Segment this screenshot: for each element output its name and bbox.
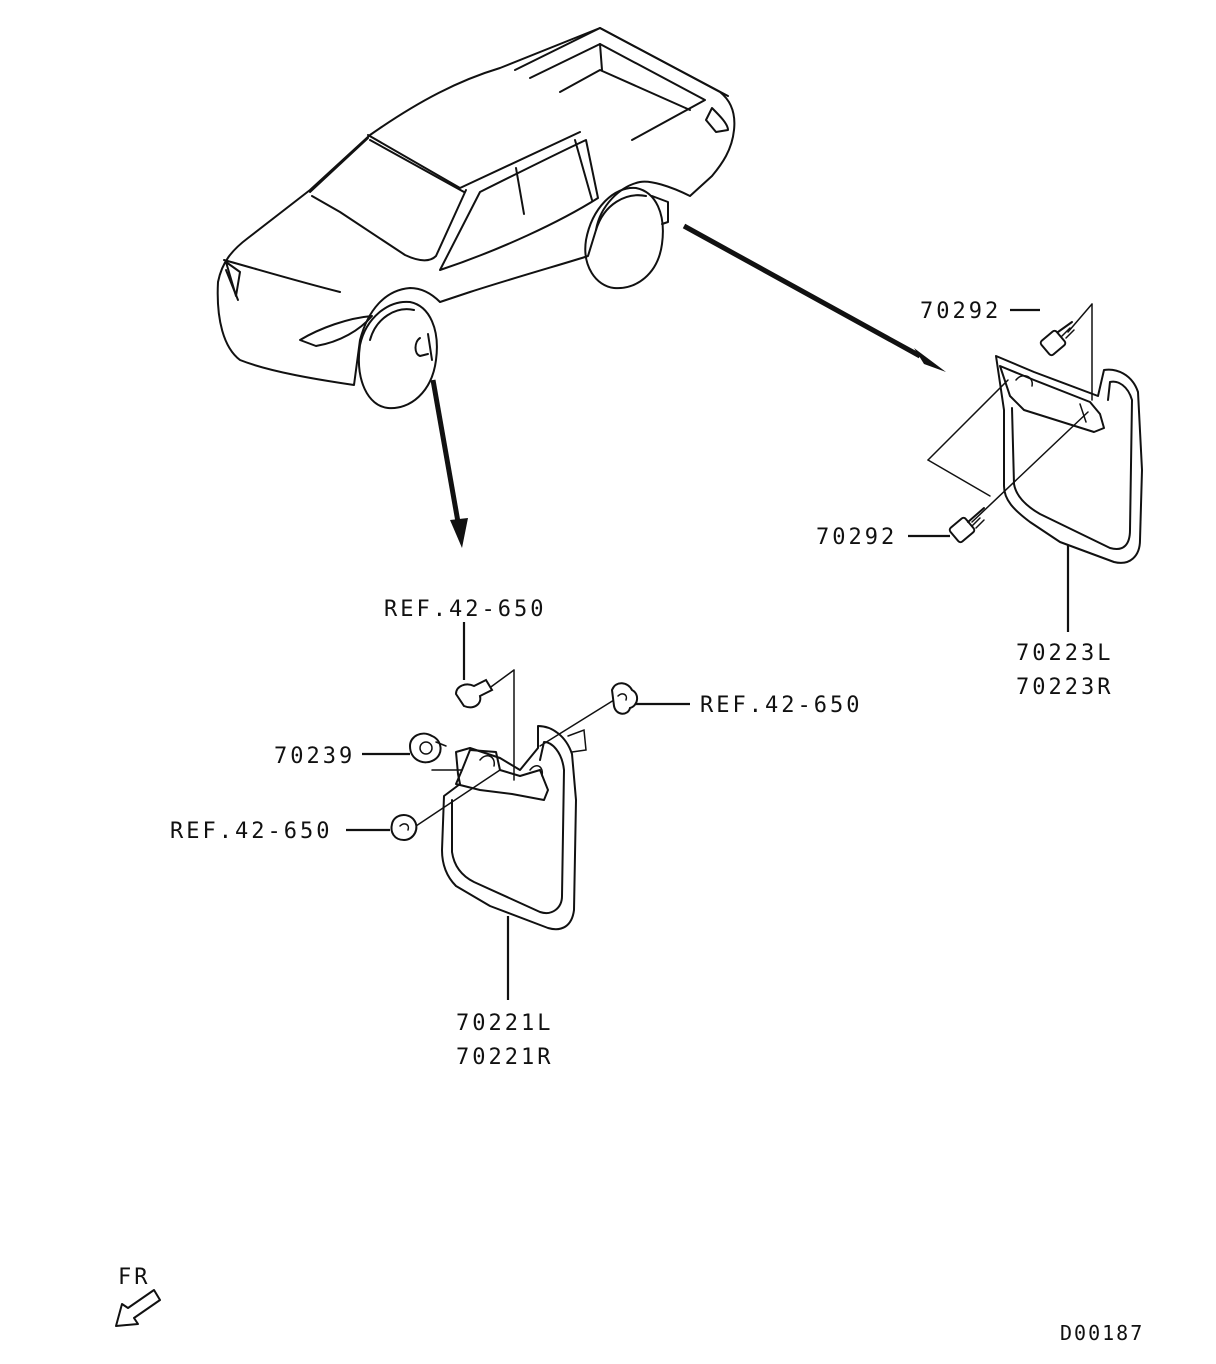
rear-bolt-bottom-icon [948, 507, 985, 544]
rear-bolt-top-label: 70292 [920, 299, 1001, 324]
pickup-truck-illustration [216, 27, 736, 410]
front-nut-label: 70239 [274, 744, 355, 769]
front-clip-top-icon [454, 678, 494, 709]
diagram-code-label: D00187 [1060, 1321, 1144, 1345]
front-ref-left-label: REF.42-650 [170, 819, 332, 844]
front-direction-icon [115, 1289, 161, 1327]
rear-bolt-bottom-label: 70292 [816, 525, 897, 550]
rear-flap-right-label: 70223R [1016, 675, 1113, 700]
front-ref-right-label: REF.42-650 [700, 693, 862, 718]
front-flap-right-label: 70221R [456, 1045, 553, 1070]
front-callout-arrow [430, 379, 468, 548]
direction-label: FR [118, 1265, 151, 1290]
front-nut-icon [408, 732, 447, 764]
rear-callout-arrow [682, 223, 946, 372]
front-clip-left-icon [390, 814, 418, 842]
front-clip-right-icon [610, 682, 638, 715]
rear-flap-left-label: 70223L [1016, 641, 1113, 666]
front-flap-left-label: 70221L [456, 1011, 553, 1036]
front-ref-top-label: REF.42-650 [384, 597, 546, 622]
rear-bolt-top-icon [1039, 321, 1075, 357]
front-mud-flap-assembly [346, 622, 690, 1000]
rear-mud-flap-assembly [908, 303, 1143, 632]
